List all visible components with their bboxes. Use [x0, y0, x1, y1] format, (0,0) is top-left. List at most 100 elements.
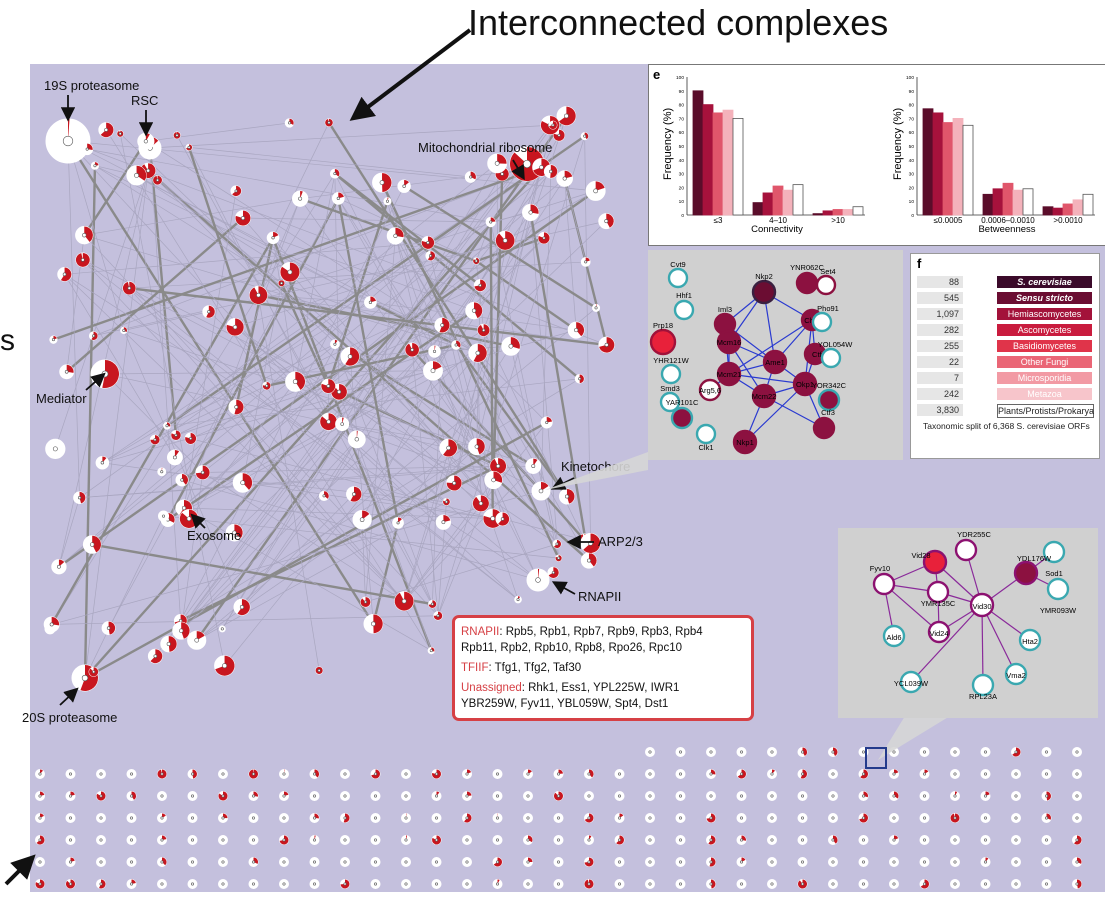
label-arp23: ARP2/3	[598, 534, 643, 549]
tfiif-value: : Tfg1, Tfg2, Taf30	[488, 662, 582, 674]
network-node	[218, 791, 228, 801]
charts-letter: e	[653, 67, 660, 82]
network-node	[1041, 879, 1052, 889]
bar	[762, 192, 774, 216]
network-node	[401, 857, 411, 867]
network-node	[523, 857, 533, 867]
subnetwork-node-label: Ald6	[886, 633, 901, 642]
network-node	[706, 769, 716, 779]
subnetwork-node: Nkp2	[751, 272, 777, 305]
cropped-letter: s	[0, 324, 15, 357]
y-tick-label: 0	[911, 213, 914, 219]
x-tick-label: ≤0.0005	[934, 216, 963, 225]
subnetwork-node-label: Ctf3	[821, 408, 835, 417]
network-node	[1011, 769, 1021, 779]
y-tick-label: 30	[679, 172, 685, 178]
y-tick-label: 30	[909, 172, 915, 178]
subnetwork-edge	[728, 319, 813, 375]
network-node	[523, 813, 533, 823]
subnetwork-node: YMR135C	[921, 580, 956, 608]
network-node	[218, 879, 228, 889]
subnetwork-node: Iml3	[713, 305, 737, 336]
y-tick-label: 50	[679, 144, 685, 150]
subnetwork-node: Smd3	[659, 384, 681, 413]
network-node	[248, 769, 259, 779]
network-edge	[180, 220, 607, 631]
bar	[712, 112, 724, 216]
network-edge	[176, 135, 439, 616]
network-node	[340, 813, 350, 823]
bar	[932, 112, 944, 216]
network-node	[248, 857, 259, 867]
y-tick-label: 20	[909, 185, 915, 191]
network-node	[421, 235, 435, 250]
network-node	[889, 769, 899, 779]
arrow-20s	[59, 687, 79, 706]
subnetwork-node: YDR255C	[954, 530, 991, 562]
network-node	[75, 226, 94, 245]
y-tick-label: 80	[909, 103, 915, 109]
network-node	[889, 879, 899, 889]
network-node	[386, 227, 405, 245]
network-node	[675, 791, 686, 801]
subnetwork-node: Pho91	[811, 304, 839, 333]
network-edge	[241, 493, 355, 608]
network-node	[919, 879, 930, 889]
network-node	[218, 857, 228, 867]
network-node	[65, 791, 76, 801]
network-node	[706, 791, 716, 801]
network-node	[1011, 835, 1021, 845]
network-node	[96, 879, 106, 889]
subnetwork-node-label: Vma2	[1006, 671, 1026, 680]
network-node	[49, 335, 58, 344]
network-node	[523, 791, 533, 801]
network-edge	[328, 385, 503, 520]
network-node	[526, 568, 550, 592]
arrow-headline	[349, 28, 472, 121]
subnetwork-node-label: YHR121W	[653, 356, 689, 365]
y-tick-label: 100	[906, 75, 914, 81]
network-node	[736, 747, 747, 757]
network-node	[514, 595, 522, 604]
subnetwork-node-label: Hhf1	[676, 291, 692, 300]
network-node	[65, 857, 76, 867]
subnetwork-node: Ctf3	[812, 408, 836, 440]
network-node	[401, 835, 411, 845]
network-node	[187, 791, 198, 801]
y-tick-label: 100	[676, 75, 684, 81]
network-node	[446, 475, 463, 492]
network-node	[431, 879, 442, 889]
network-node	[442, 498, 451, 506]
y-tick-label: 90	[679, 89, 685, 95]
callout-wedge-kinetochore	[545, 452, 648, 490]
network-node	[309, 857, 320, 867]
network-node	[574, 373, 585, 384]
network-edge	[235, 240, 506, 328]
network-node	[797, 835, 808, 845]
network-node	[828, 769, 838, 779]
network-node	[309, 813, 320, 823]
network-node	[797, 879, 808, 889]
network-node	[828, 879, 838, 889]
subnetwork-node: YCL039W	[894, 670, 929, 694]
network-edge	[334, 344, 433, 605]
network-node	[232, 472, 253, 493]
network-node	[163, 421, 171, 430]
network-node	[485, 216, 496, 228]
network-edge	[361, 519, 366, 603]
network-node	[598, 336, 615, 354]
network-edge	[241, 439, 358, 608]
network-edge	[50, 237, 275, 626]
subnetwork-node-label: Nkp2	[755, 272, 773, 281]
network-node	[477, 323, 491, 337]
network-node	[547, 566, 560, 579]
network-node	[45, 438, 66, 459]
network-node	[584, 813, 594, 823]
subnetwork-node-label: YOR342C	[812, 381, 847, 390]
network-edge	[123, 311, 209, 331]
network-node	[187, 813, 198, 823]
network-node	[797, 857, 808, 867]
network-node	[464, 171, 477, 183]
network-node	[950, 791, 960, 801]
